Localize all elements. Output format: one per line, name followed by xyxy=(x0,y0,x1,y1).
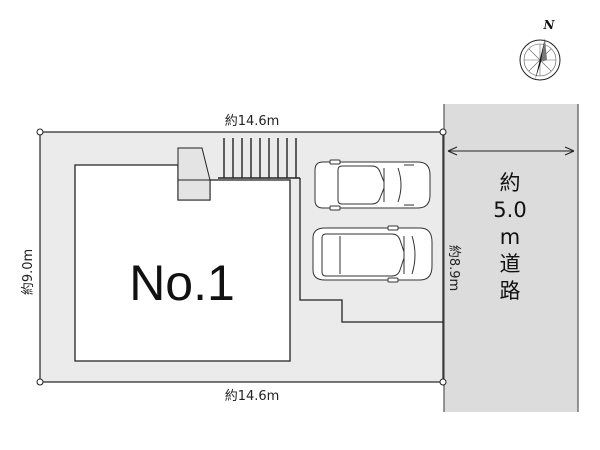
corner-marker-bl xyxy=(36,378,44,386)
road-width-arrow xyxy=(447,146,575,156)
car-1-icon xyxy=(314,159,431,211)
corner-marker-tl xyxy=(36,128,44,136)
road-area xyxy=(444,104,578,412)
corner-marker-br xyxy=(439,378,447,386)
road-label-line5: 路 xyxy=(500,279,521,303)
road-label-line4: 道 xyxy=(500,252,521,276)
dimension-right: 約8.9m xyxy=(446,245,461,291)
parking-boundary xyxy=(299,178,443,323)
dimension-top: 約14.6m xyxy=(225,114,280,129)
entrance-porch xyxy=(177,147,211,201)
compass-north-label: N xyxy=(543,18,556,32)
car-2-icon xyxy=(312,225,433,283)
corner-marker-tr xyxy=(439,128,447,136)
stairs xyxy=(218,138,300,179)
road-label-line1: 約 xyxy=(500,171,521,195)
road-label-line2: 5.0 xyxy=(493,198,526,222)
road-label-line3: m xyxy=(500,225,520,249)
dimension-bottom: 約14.6m xyxy=(225,389,280,404)
north-arrow-icon xyxy=(519,38,561,81)
dimension-left: 約9.0m xyxy=(21,249,36,295)
lot-label: No.1 xyxy=(129,255,235,311)
